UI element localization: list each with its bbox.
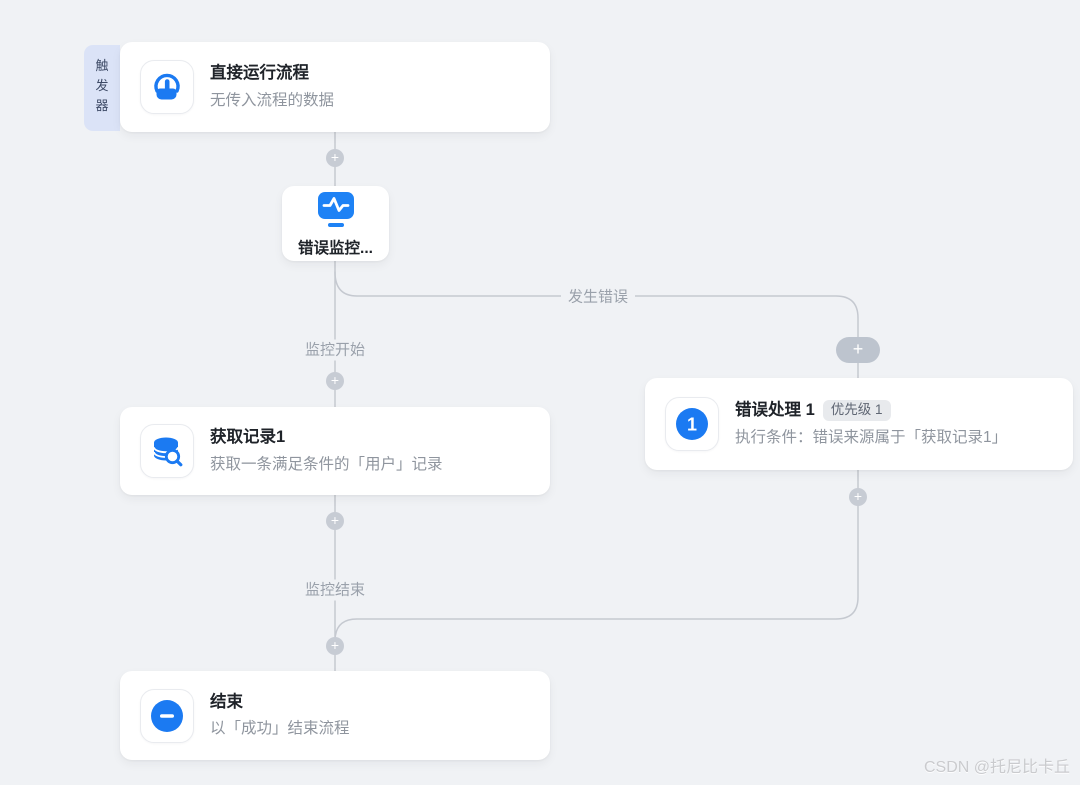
trigger-tag: 触发器 [84,45,120,131]
node-title: 错误处理 1 [735,401,815,420]
edge-label-error: 发生错误 [560,286,636,308]
add-step-button[interactable]: + [849,488,867,506]
priority-badge: 优先级 1 [822,400,891,421]
node-trigger-card[interactable]: 直接运行流程 无传入流程的数据 [120,42,550,132]
number-1-icon: 1 [665,397,719,451]
node-title: 结束 [210,692,243,711]
edge-errorhandler-merge [334,469,859,642]
node-end-card[interactable]: 结束 以「成功」结束流程 [120,671,550,760]
node-title: 获取记录1 [210,428,286,447]
hand-tap-icon [140,60,194,114]
node-subtitle: 无传入流程的数据 [210,91,335,109]
watermark: CSDN @托尼比卡丘 [923,759,1070,776]
add-step-button[interactable]: + [326,149,344,167]
node-label: 错误监控... [298,239,373,257]
node-error-handler-card[interactable]: 1 错误处理 1 优先级 1 执行条件：错误来源属于「获取记录1」 [645,378,1073,470]
edge-label-monitor-start: 监控开始 [297,339,373,361]
node-subtitle: 以「成功」结束流程 [210,720,350,738]
end-minus-icon [140,688,194,743]
svg-text:1: 1 [687,415,697,435]
node-title: 直接运行流程 [210,64,309,83]
node-error-monitor[interactable]: 错误监控... [282,186,389,261]
edge-error-branch [334,271,859,338]
edge-label-monitor-end: 监控结束 [297,579,373,601]
node-get-record-card[interactable]: 获取记录1 获取一条满足条件的「用户」记录 [120,407,550,495]
add-step-button[interactable]: + [326,637,344,655]
add-step-button[interactable]: + [326,372,344,390]
monitor-pulse-icon [315,190,357,228]
node-subtitle: 获取一条满足条件的「用户」记录 [210,455,443,473]
add-error-handler-button[interactable]: + [836,337,880,363]
database-search-icon [140,424,194,478]
add-step-button[interactable]: + [326,512,344,530]
node-subtitle: 执行条件：错误来源属于「获取记录1」 [735,428,1008,446]
